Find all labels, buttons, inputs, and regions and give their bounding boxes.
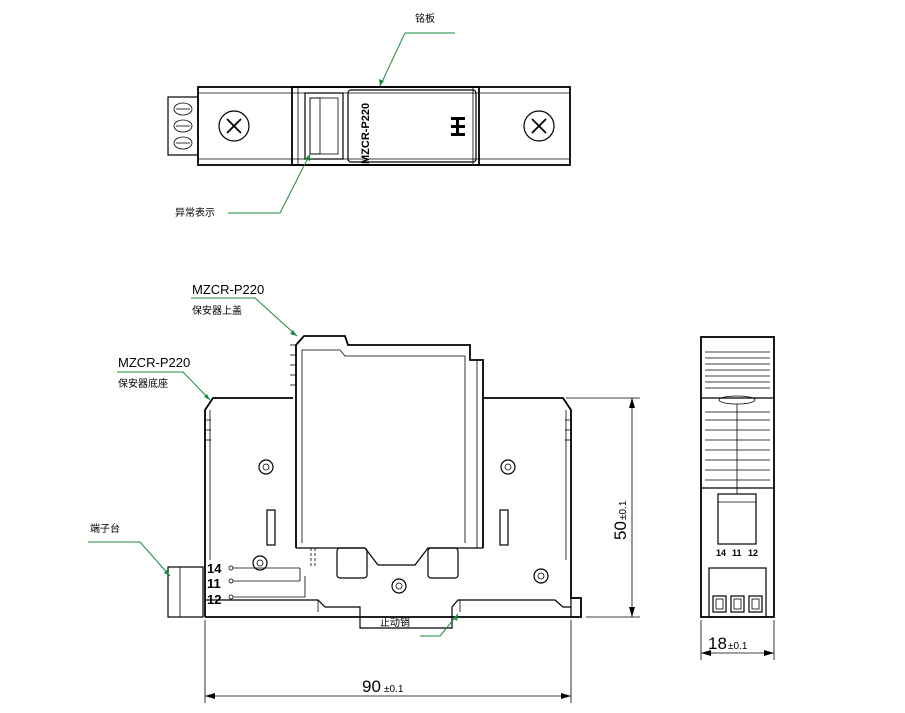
top-view: MZCR-P220 铭板 异常表示 bbox=[167, 12, 571, 219]
side-width-value: 18 bbox=[708, 634, 727, 653]
cover-label: 保安器上盖 bbox=[192, 304, 242, 317]
abnormal-indicator-label: 异常表示 bbox=[175, 206, 215, 219]
front-pin-12: 12 bbox=[207, 592, 221, 607]
side-top-vents bbox=[705, 351, 770, 389]
brand-logo-icon bbox=[451, 117, 465, 136]
side-pin-14: 14 bbox=[716, 548, 726, 558]
front-cover bbox=[290, 335, 484, 579]
width-dimension: 90 ±0.1 bbox=[204, 620, 572, 703]
top-right-screw bbox=[523, 110, 555, 142]
front-base-outline-left bbox=[204, 397, 293, 617]
front-view: 14 11 12 MZCR-P220 保安器上盖 MZCR-P220 保安器底座… bbox=[88, 282, 640, 703]
side-width-tol: ±0.1 bbox=[728, 641, 748, 652]
top-model-marking: MZCR-P220 bbox=[360, 103, 372, 164]
stop-pin-leader bbox=[420, 613, 459, 637]
front-slot-left bbox=[266, 509, 276, 546]
top-terminal-screws bbox=[173, 102, 193, 150]
side-width-dimension: 18 ±0.1 bbox=[700, 620, 775, 660]
front-internal-contacts bbox=[228, 565, 306, 600]
base-model: MZCR-P220 bbox=[118, 355, 190, 370]
top-left-screw bbox=[218, 110, 250, 142]
front-terminal-block bbox=[167, 566, 204, 618]
base-leader bbox=[117, 371, 211, 401]
top-base-body bbox=[197, 86, 571, 166]
front-pin-14: 14 bbox=[207, 561, 222, 576]
side-view: 14 11 12 18 ±0.1 bbox=[700, 336, 775, 660]
height-dim-value: 50 bbox=[611, 521, 630, 540]
top-indicator-window bbox=[304, 92, 344, 160]
top-nameplate bbox=[347, 89, 477, 163]
side-mid-vents bbox=[705, 411, 770, 481]
height-dimension: 50 ±0.1 bbox=[566, 397, 640, 618]
terminal-leader bbox=[88, 541, 171, 577]
cover-leader bbox=[191, 297, 298, 337]
width-dim-value: 90 bbox=[362, 677, 381, 696]
stop-pin bbox=[570, 597, 582, 618]
cover-model: MZCR-P220 bbox=[192, 282, 264, 297]
top-cover bbox=[291, 86, 480, 166]
front-pin-11: 11 bbox=[207, 576, 221, 591]
front-base-bottom bbox=[205, 599, 571, 629]
base-label: 保安器底座 bbox=[118, 377, 168, 390]
nameplate-leader bbox=[379, 32, 455, 87]
side-body bbox=[700, 336, 775, 618]
height-dim-tol: ±0.1 bbox=[618, 500, 629, 520]
front-base-ribs bbox=[205, 410, 571, 560]
indicator-leader bbox=[228, 153, 311, 214]
side-pin-11: 11 bbox=[732, 548, 742, 558]
front-slot-right bbox=[499, 509, 509, 546]
side-terminal-block bbox=[708, 567, 767, 618]
side-pin-12: 12 bbox=[748, 548, 758, 558]
nameplate-label: 铭板 bbox=[415, 12, 435, 25]
terminal-label: 端子台 bbox=[90, 522, 120, 535]
front-mounting-holes bbox=[252, 459, 549, 594]
stop-pin-label: 止动销 bbox=[380, 616, 410, 629]
side-indicator bbox=[717, 493, 757, 545]
width-dim-tol: ±0.1 bbox=[384, 684, 404, 695]
front-base-outline-right bbox=[205, 397, 582, 618]
